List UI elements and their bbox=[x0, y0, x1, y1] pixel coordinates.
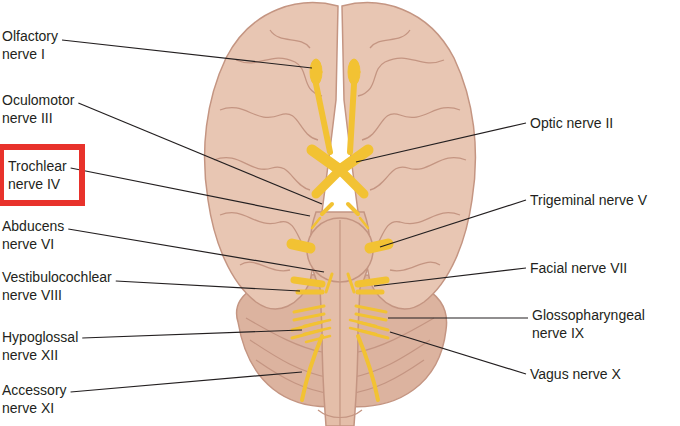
cerebrum bbox=[358, 58, 444, 96]
nerve-label: Hypoglossal nerve XII bbox=[2, 328, 84, 364]
cerebrum bbox=[220, 108, 318, 140]
cerebellum bbox=[358, 318, 434, 352]
leader-lines bbox=[62, 40, 528, 392]
nerve-label: Vestibulocochlear nerve VIII bbox=[2, 268, 84, 304]
leader-lines bbox=[68, 229, 324, 272]
cranial-nerves bbox=[316, 170, 364, 194]
nerve-label: Glossopharyngeal nerve IX bbox=[532, 306, 657, 342]
leader-lines bbox=[356, 123, 526, 162]
cranial-nerves bbox=[326, 274, 354, 292]
nerve-label: Oculomotor nerve III bbox=[2, 91, 84, 127]
leader-lines bbox=[82, 330, 302, 338]
brainstem bbox=[318, 410, 362, 418]
cranial-nerves bbox=[302, 336, 322, 400]
cranial-nerves bbox=[316, 84, 330, 152]
nerve-label: Trochlear nerve IV bbox=[8, 157, 90, 193]
nerve-label: Facial nerve VII bbox=[530, 259, 670, 277]
cerebrum bbox=[214, 158, 310, 190]
cranial-nerves bbox=[312, 218, 368, 228]
leader-lines bbox=[71, 372, 302, 392]
cranial-nerves bbox=[322, 204, 358, 214]
nerve-label: Vagus nerve X bbox=[530, 365, 670, 383]
cerebrum bbox=[370, 158, 466, 190]
cerebrum bbox=[362, 108, 460, 140]
cranial-nerves bbox=[292, 59, 388, 400]
nerve-label: Abducens nerve VI bbox=[2, 217, 84, 253]
cranial-nerves bbox=[294, 280, 386, 284]
nerve-label: Olfactory nerve I bbox=[2, 27, 84, 63]
cranial-nerves bbox=[304, 320, 330, 342]
nerve-label: Optic nerve II bbox=[530, 114, 670, 132]
cerebellum bbox=[256, 360, 332, 394]
cerebrum bbox=[390, 262, 440, 271]
leader-lines bbox=[116, 281, 300, 291]
leader-lines bbox=[71, 168, 310, 216]
cerebellum bbox=[348, 360, 424, 394]
cerebellum bbox=[246, 318, 322, 352]
nerve-label: Trigeminal nerve V bbox=[530, 191, 675, 209]
leader-lines bbox=[374, 268, 526, 286]
highlight-box: Trochlear nerve IV bbox=[0, 144, 85, 206]
cranial-nerves bbox=[292, 244, 388, 248]
cranial-nerves bbox=[358, 336, 378, 400]
cranial-nerves bbox=[350, 320, 376, 334]
leader-lines bbox=[388, 317, 528, 318]
brainstem bbox=[307, 212, 373, 426]
brainstem bbox=[339, 220, 340, 426]
cerebrum bbox=[240, 262, 290, 271]
cranial-nerves bbox=[350, 84, 354, 152]
leader-lines bbox=[78, 103, 322, 204]
cerebrum bbox=[270, 30, 310, 48]
leader-lines bbox=[62, 40, 312, 68]
cranial-nerves bbox=[298, 290, 382, 295]
cerebrum bbox=[370, 30, 410, 48]
nerve-label: Accessory nerve XI bbox=[2, 381, 84, 417]
leader-lines bbox=[390, 332, 526, 374]
leader-lines bbox=[380, 200, 526, 247]
